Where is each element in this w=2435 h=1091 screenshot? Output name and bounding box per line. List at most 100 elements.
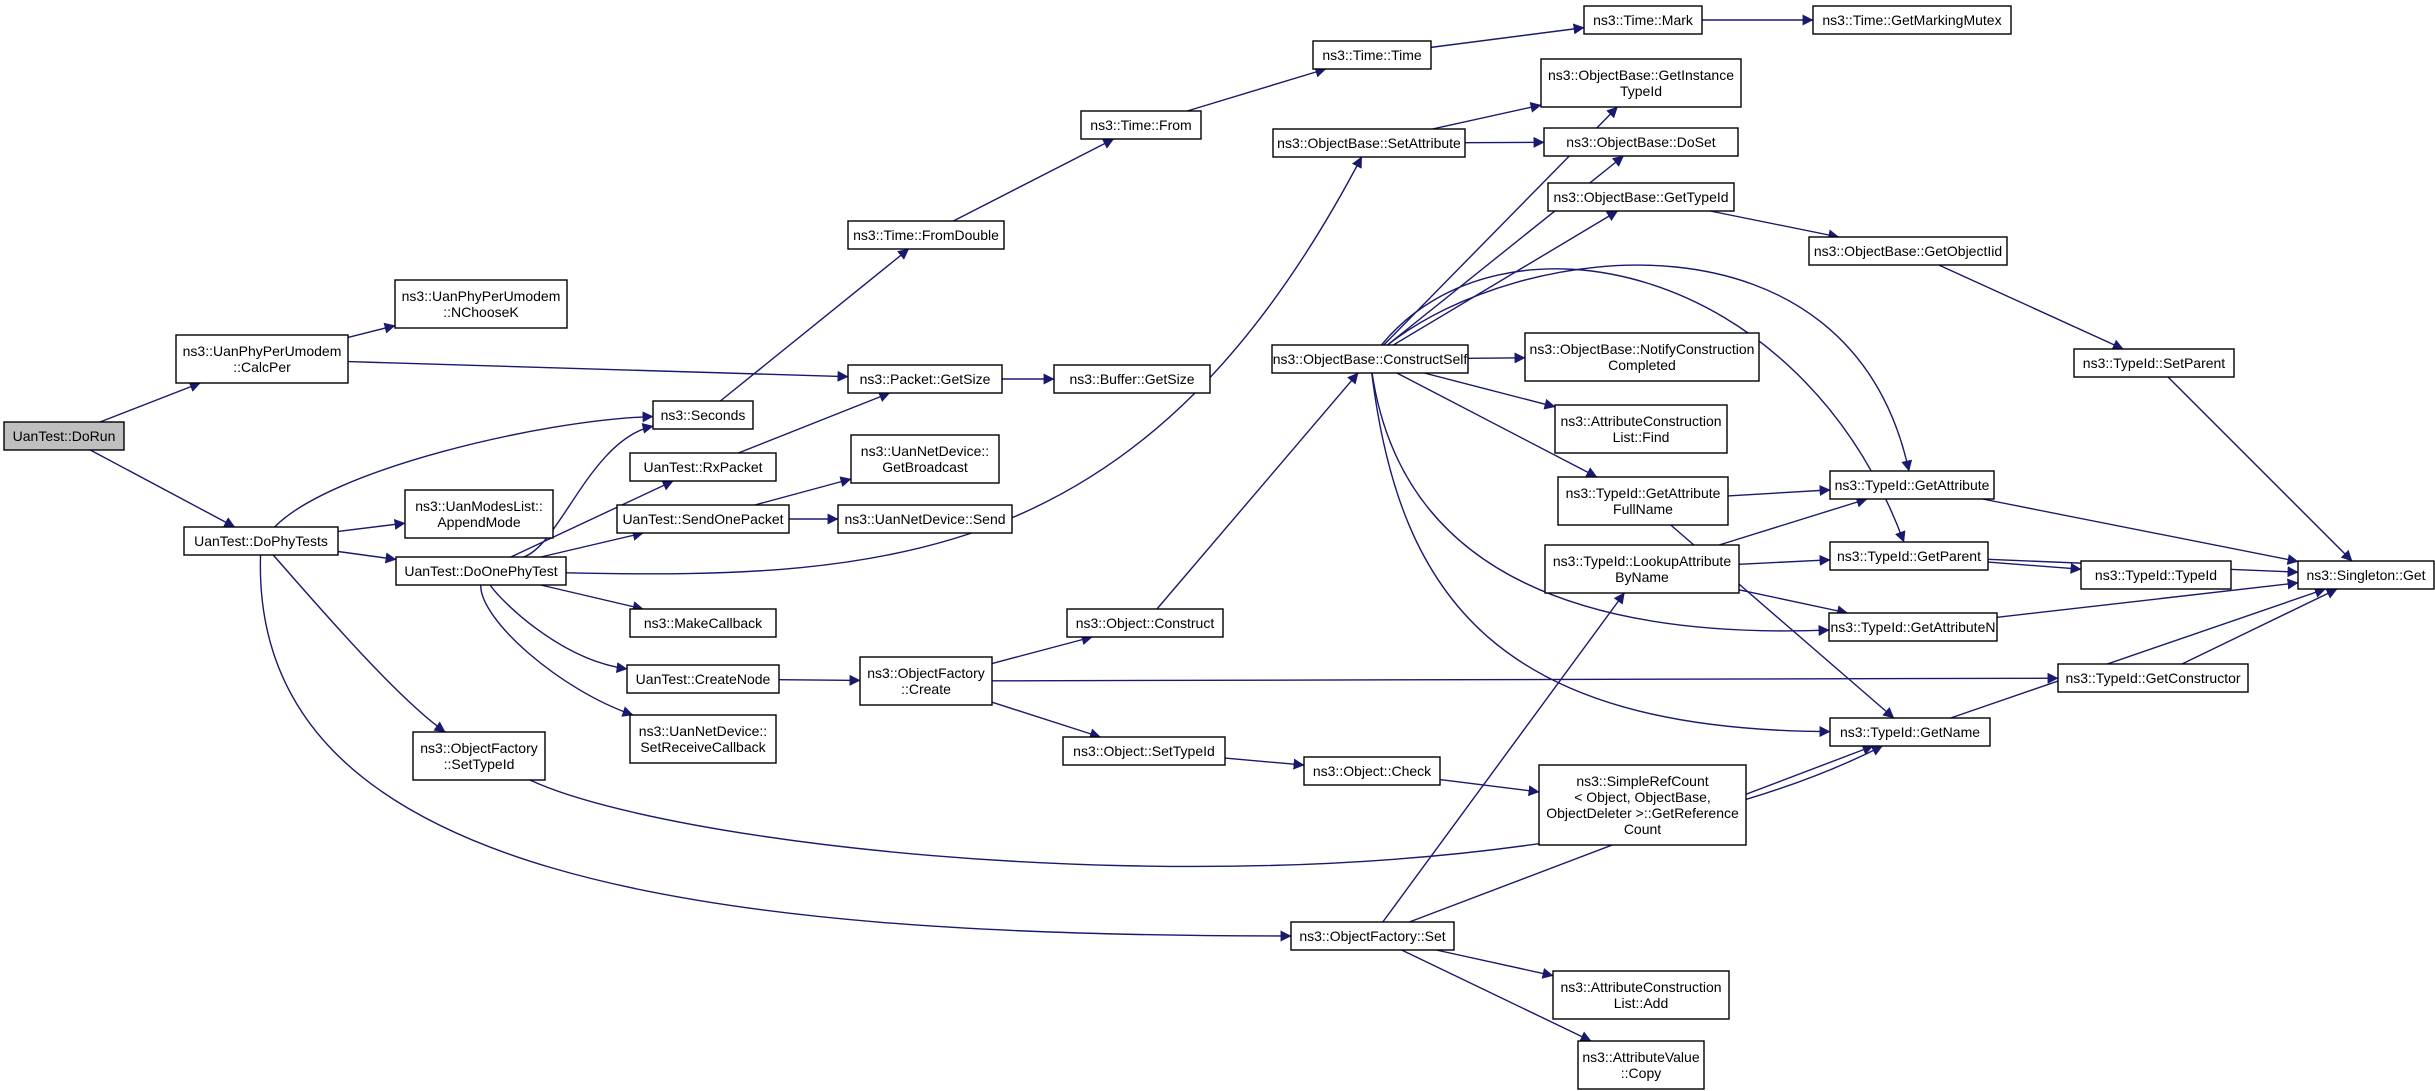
node-box[interactable] — [1812, 5, 2012, 35]
node-tid_getconstructor[interactable]: ns3::TypeId::GetConstructor — [2057, 663, 2249, 693]
node-box[interactable] — [1557, 476, 1729, 526]
node-box[interactable] — [1544, 544, 1740, 594]
node-obj_check[interactable]: ns3::Object::Check — [1303, 756, 1441, 786]
node-label: ns3::TypeId::TypeId — [2095, 567, 2217, 583]
node-box[interactable] — [2297, 560, 2435, 590]
node-tid_typeid[interactable]: ns3::TypeId::TypeId — [2080, 560, 2232, 590]
node-box[interactable] — [1577, 1040, 1705, 1090]
node-box[interactable] — [652, 400, 754, 430]
node-box[interactable] — [412, 731, 546, 781]
node-setreceivecallback[interactable]: ns3::UanNetDevice::SetReceiveCallback — [629, 714, 777, 764]
node-box[interactable] — [2073, 348, 2235, 378]
node-box[interactable] — [3, 421, 125, 451]
node-box[interactable] — [1808, 236, 2008, 266]
node-getbroadcast[interactable]: ns3::UanNetDevice::GetBroadcast — [850, 434, 1000, 484]
node-attrvalue_copy[interactable]: ns3::AttributeValue::Copy — [1577, 1040, 1705, 1090]
node-box[interactable] — [175, 334, 349, 384]
node-label: ns3::Time::Mark — [1593, 12, 1694, 28]
node-box[interactable] — [629, 452, 777, 482]
node-time_from[interactable]: ns3::Time::From — [1080, 110, 1202, 140]
node-makecallback[interactable]: ns3::MakeCallback — [629, 608, 777, 638]
node-calcper[interactable]: ns3::UanPhyPerUmodem::CalcPer — [175, 334, 349, 384]
node-time_mark[interactable]: ns3::Time::Mark — [1583, 5, 1703, 35]
edge-of_create-to-obj_construct — [991, 634, 1093, 665]
node-tid_getname[interactable]: ns3::TypeId::GetName — [1829, 717, 1991, 747]
node-box[interactable] — [395, 556, 567, 586]
node-time_time[interactable]: ns3::Time::Time — [1312, 40, 1432, 70]
node-ob_doset[interactable]: ns3::ObjectBase::DoSet — [1543, 127, 1739, 157]
node-dorun[interactable]: UanTest::DoRun — [3, 421, 125, 451]
node-time_getmarkingmutex[interactable]: ns3::Time::GetMarkingMutex — [1812, 5, 2012, 35]
node-of_settypeid[interactable]: ns3::ObjectFactory::SetTypeId — [412, 731, 546, 781]
node-box[interactable] — [1272, 128, 1466, 158]
node-packet_getsize[interactable]: ns3::Packet::GetSize — [847, 364, 1003, 394]
node-box[interactable] — [1583, 5, 1703, 35]
node-box[interactable] — [1829, 717, 1991, 747]
node-seconds[interactable]: ns3::Seconds — [652, 400, 754, 430]
node-of_create[interactable]: ns3::ObjectFactory::Create — [859, 656, 993, 706]
node-ob_gettypeid[interactable]: ns3::ObjectBase::GetTypeId — [1547, 182, 1735, 212]
node-box[interactable] — [1053, 364, 1211, 394]
node-box[interactable] — [1524, 332, 1760, 382]
node-nchoosek[interactable]: ns3::UanPhyPerUmodem::NChooseK — [394, 279, 568, 329]
node-box[interactable] — [183, 526, 339, 556]
node-box[interactable] — [1303, 756, 1441, 786]
edge-calcper-to-nchoosek — [347, 322, 396, 339]
node-tid_getattributen[interactable]: ns3::TypeId::GetAttributeN — [1828, 612, 1998, 642]
node-obj_construct[interactable]: ns3::Object::Construct — [1066, 608, 1224, 638]
node-box[interactable] — [1540, 58, 1742, 108]
node-box[interactable] — [1312, 40, 1432, 70]
node-box[interactable] — [1271, 344, 1469, 374]
node-singleton_get[interactable]: ns3::Singleton::Get — [2297, 560, 2435, 590]
node-doonephytest[interactable]: UanTest::DoOnePhyTest — [395, 556, 567, 586]
node-box[interactable] — [1554, 404, 1728, 454]
node-box[interactable] — [616, 504, 790, 534]
node-box[interactable] — [2057, 663, 2249, 693]
node-createnode[interactable]: UanTest::CreateNode — [626, 664, 780, 694]
node-box[interactable] — [837, 504, 1013, 534]
node-tid_setparent[interactable]: ns3::TypeId::SetParent — [2073, 348, 2235, 378]
node-ob_constructself[interactable]: ns3::ObjectBase::ConstructSelf — [1271, 344, 1469, 374]
node-box[interactable] — [1062, 736, 1226, 766]
node-obj_settypeid[interactable]: ns3::Object::SetTypeId — [1062, 736, 1226, 766]
node-netdev_send[interactable]: ns3::UanNetDevice::Send — [837, 504, 1013, 534]
node-appendmode[interactable]: ns3::UanModesList::AppendMode — [404, 489, 554, 539]
node-box[interactable] — [1828, 612, 1998, 642]
node-box[interactable] — [404, 489, 554, 539]
node-box[interactable] — [850, 434, 1000, 484]
node-box[interactable] — [2080, 560, 2232, 590]
node-tid_getattribute[interactable]: ns3::TypeId::GetAttribute — [1829, 470, 1995, 500]
node-box[interactable] — [1829, 541, 1989, 571]
node-buffer_getsize[interactable]: ns3::Buffer::GetSize — [1053, 364, 1211, 394]
node-sendonepacket[interactable]: UanTest::SendOnePacket — [616, 504, 790, 534]
node-dophytests[interactable]: UanTest::DoPhyTests — [183, 526, 339, 556]
node-of_set[interactable]: ns3::ObjectFactory::Set — [1290, 921, 1455, 951]
node-ob_setattribute[interactable]: ns3::ObjectBase::SetAttribute — [1272, 128, 1466, 158]
node-box[interactable] — [1543, 127, 1739, 157]
node-simplerefcount[interactable]: ns3::SimpleRefCount< Object, ObjectBase,… — [1538, 764, 1747, 846]
node-box[interactable] — [847, 364, 1003, 394]
node-box[interactable] — [847, 220, 1005, 250]
node-ob_notifyconstruction[interactable]: ns3::ObjectBase::NotifyConstructionCompl… — [1524, 332, 1760, 382]
node-box[interactable] — [1829, 470, 1995, 500]
node-time_fromdouble[interactable]: ns3::Time::FromDouble — [847, 220, 1005, 250]
node-box[interactable] — [1066, 608, 1224, 638]
node-box[interactable] — [629, 608, 777, 638]
node-box[interactable] — [1552, 970, 1730, 1020]
node-tid_getparent[interactable]: ns3::TypeId::GetParent — [1829, 541, 1989, 571]
node-box[interactable] — [626, 664, 780, 694]
node-box[interactable] — [1290, 921, 1455, 951]
node-box[interactable] — [1547, 182, 1735, 212]
node-ob_getobjectiid[interactable]: ns3::ObjectBase::GetObjectIid — [1808, 236, 2008, 266]
node-rxpacket[interactable]: UanTest::RxPacket — [629, 452, 777, 482]
node-box[interactable] — [1538, 764, 1747, 846]
node-box[interactable] — [629, 714, 777, 764]
node-box[interactable] — [859, 656, 993, 706]
node-box[interactable] — [394, 279, 568, 329]
node-box[interactable] — [1080, 110, 1202, 140]
